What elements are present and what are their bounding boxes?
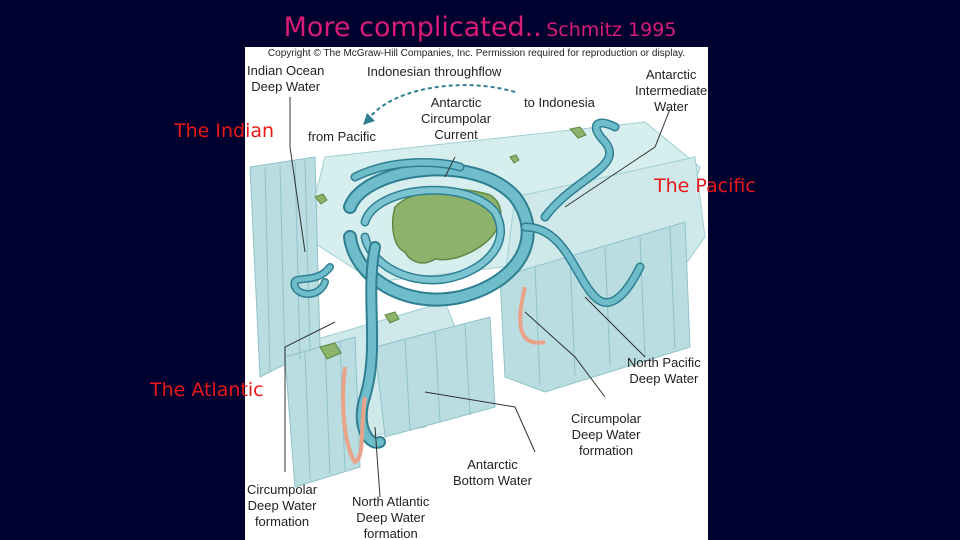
label-from-pacific: from Pacific	[308, 129, 376, 144]
atlantic-warm-flow	[341, 366, 367, 465]
label-circumpolar-deep-water-formation-right: Circumpolar Deep Water formation	[571, 411, 642, 458]
islands	[314, 126, 587, 360]
pacific-warm-flow	[518, 286, 546, 345]
figure-copyright: Copyright © The McGraw-Hill Companies, I…	[267, 48, 686, 59]
label-antarctic-circumpolar-current: Antarctic Circumpolar Current	[421, 95, 492, 142]
ocean-circulation-figure: Copyright © The McGraw-Hill Companies, I…	[245, 47, 708, 540]
indonesian-throughflow-arrowhead	[363, 113, 375, 125]
label-north-atlantic-deep-water-formation: North Atlantic Deep Water formation	[352, 494, 430, 540]
slide-title-citation: Schmitz 1995	[546, 19, 677, 41]
label-the-atlantic: The Atlantic	[150, 379, 264, 401]
flow-ribbons	[290, 118, 645, 449]
label-the-indian: The Indian	[174, 120, 275, 142]
label-circumpolar-deep-water-formation-left: Circumpolar Deep Water formation	[247, 482, 318, 529]
slide-title: More complicated.. Schmitz 1995	[0, 12, 960, 43]
leader-lines	[284, 97, 671, 498]
label-antarctic-bottom-water: Antarctic Bottom Water	[453, 457, 532, 488]
label-the-pacific: The Pacific	[654, 175, 756, 197]
circumpolar-current-loop	[343, 162, 535, 307]
label-to-indonesia: to Indonesia	[524, 95, 595, 110]
circulation-diagram-art	[249, 84, 706, 498]
label-indian-ocean-deep-water: Indian Ocean Deep Water	[247, 63, 325, 94]
label-antarctic-intermediate-water: Antarctic Intermediate Water	[635, 67, 708, 114]
label-indonesian-throughflow: Indonesian throughflow	[367, 64, 502, 79]
label-north-pacific-deep-water: North Pacific Deep Water	[627, 355, 701, 386]
slide-title-main: More complicated..	[283, 12, 542, 43]
